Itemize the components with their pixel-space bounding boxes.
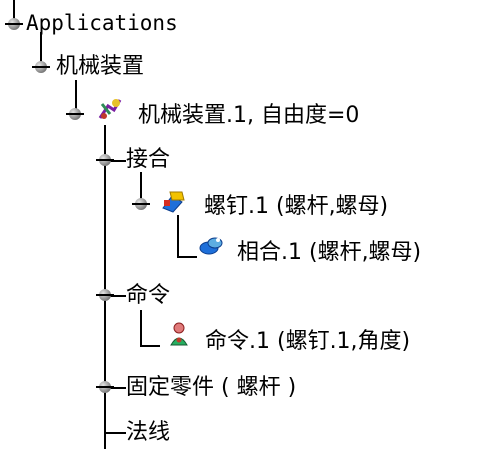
tree-node-applications[interactable]: Applications	[26, 8, 178, 38]
tree-line	[75, 80, 77, 112]
expand-toggle-fixed-part[interactable]	[96, 381, 114, 393]
node-label-mechanisms: 机械装置	[56, 54, 145, 79]
coincidence-icon[interactable]	[198, 233, 224, 259]
tree-node-coincidence[interactable]: 相合.1 (螺杆,螺母)	[237, 238, 421, 268]
tree-line	[104, 160, 126, 162]
node-label-fixed-part: 固定零件 ( 螺杆 )	[126, 375, 297, 400]
collapse-toggle-mechanism-1[interactable]	[66, 108, 84, 120]
tree-node-commands[interactable]: 命令	[126, 281, 170, 311]
node-label-laws: 法线	[126, 420, 171, 445]
node-label-command-1: 命令.1 (螺钉.1,角度)	[205, 329, 411, 354]
node-label-applications: Applications	[26, 11, 178, 35]
tree-line	[104, 387, 126, 389]
tree-line	[177, 256, 197, 258]
screw-joint-icon[interactable]	[160, 188, 186, 214]
tree-line	[104, 295, 126, 297]
tree-line	[13, 0, 15, 22]
collapse-toggle-screw-joint[interactable]	[132, 198, 150, 210]
tree-line	[104, 125, 106, 449]
node-label-screw-joint: 螺钉.1 (螺杆,螺母)	[204, 194, 389, 219]
tree-line	[140, 345, 160, 347]
tree-line	[140, 310, 142, 346]
tree-node-command-1[interactable]: 命令.1 (螺钉.1,角度)	[205, 327, 410, 357]
command-icon[interactable]	[166, 321, 192, 347]
mechanism-icon[interactable]	[96, 96, 122, 122]
collapse-toggle-joints[interactable]	[96, 154, 114, 166]
tree-node-joints[interactable]: 接合	[126, 145, 170, 175]
tree-line	[140, 172, 142, 200]
collapse-toggle-mechanisms[interactable]	[32, 61, 50, 73]
collapse-toggle-applications[interactable]	[5, 18, 23, 30]
collapse-toggle-commands[interactable]	[96, 289, 114, 301]
node-label-mechanism-1: 机械装置.1, 自由度=0	[138, 103, 360, 128]
tree-node-mechanism-1[interactable]: 机械装置.1, 自由度=0	[138, 101, 359, 131]
tree-node-fixed-part[interactable]: 固定零件 ( 螺杆 )	[126, 373, 296, 403]
node-label-coincidence: 相合.1 (螺杆,螺母)	[237, 240, 422, 265]
tree-node-mechanisms[interactable]: 机械装置	[56, 52, 144, 82]
tree-line	[104, 432, 126, 434]
tree-node-laws[interactable]: 法线	[126, 418, 170, 448]
node-label-joints: 接合	[126, 147, 171, 172]
tree-line	[177, 215, 179, 257]
tree-line	[40, 32, 42, 68]
node-label-commands: 命令	[126, 283, 171, 308]
tree-node-screw-joint[interactable]: 螺钉.1 (螺杆,螺母)	[204, 192, 388, 222]
